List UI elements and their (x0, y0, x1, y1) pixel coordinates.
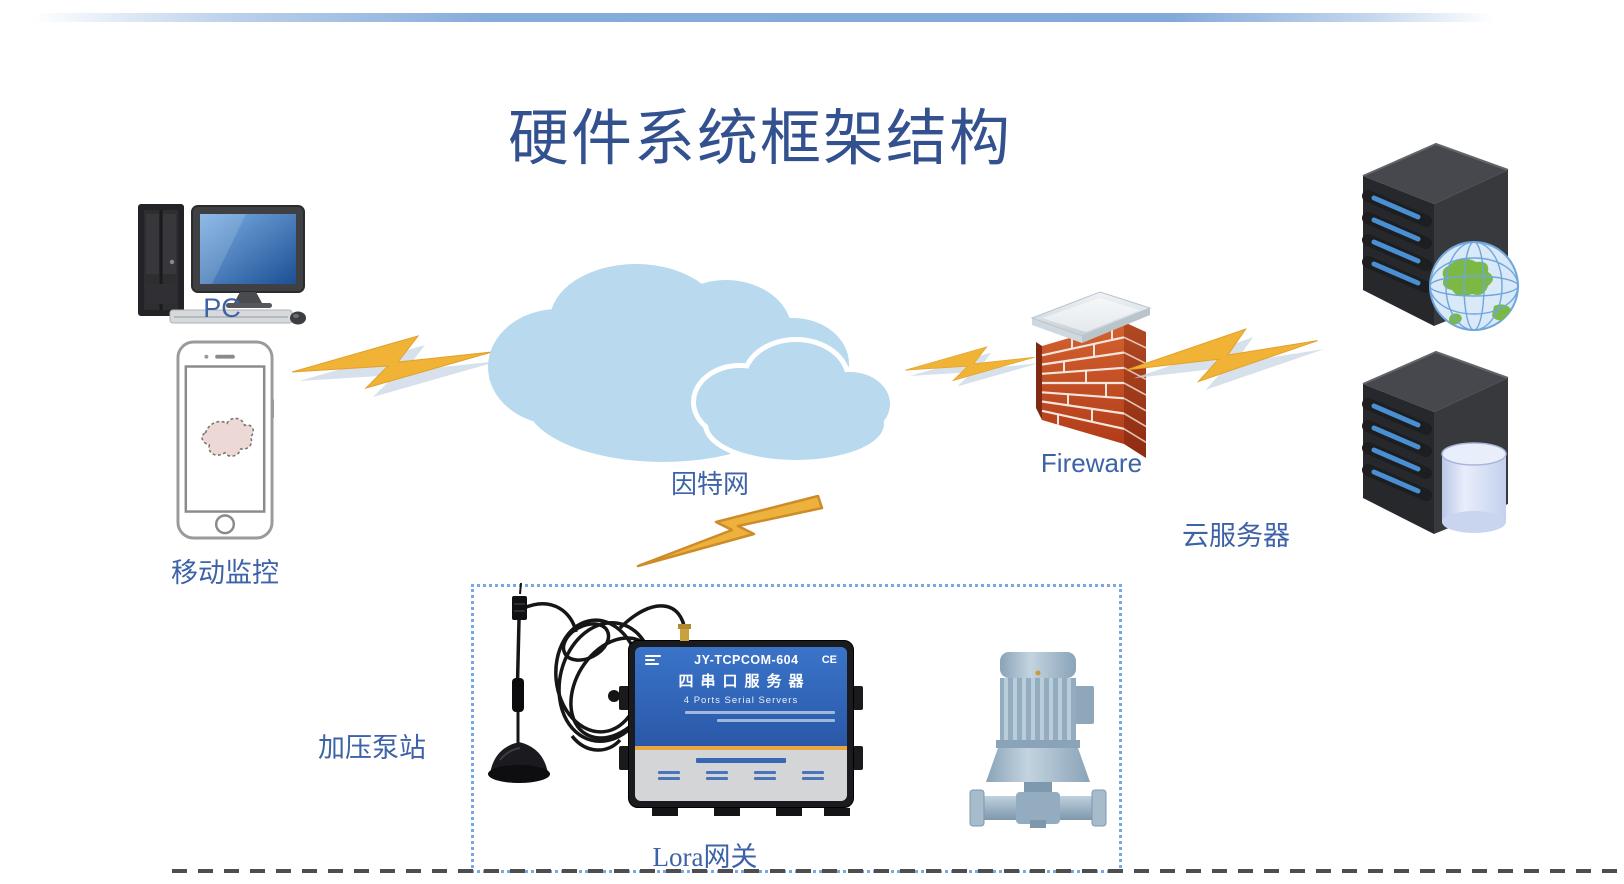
server-globe-icon (1362, 142, 1519, 331)
pc-icon (138, 204, 306, 325)
lightning-bolt-mid-icon (905, 346, 1040, 387)
device-logo-icon (645, 653, 671, 667)
server-database-icon (1362, 350, 1509, 534)
lightning-bolt-right-icon (1126, 328, 1325, 390)
device-name-cn: 四串口服务器 (678, 673, 811, 690)
firewall-icon (1030, 291, 1152, 458)
page-title: 硬件系统框架结构 (507, 106, 1012, 173)
device-orange-stripe (635, 746, 847, 750)
antenna-connector (678, 624, 691, 641)
device-model: JY-TCPCOM-604 (694, 653, 799, 667)
top-accent-bar (0, 13, 1624, 22)
bottom-dashed-line (172, 869, 1624, 873)
lora-gateway-device: JY-TCPCOM-604 CE 四串口服务器 4 Ports Serial S… (619, 624, 863, 816)
firewall-label: Fireware (1040, 448, 1143, 478)
internet-label: 因特网 (670, 469, 749, 499)
internet-cloud-icon (488, 264, 895, 465)
pc-label: PC (203, 293, 241, 323)
device-front-panel: JY-TCPCOM-604 CE 四串口服务器 4 Ports Serial S… (635, 647, 847, 746)
lightning-bolt-down-icon (636, 494, 824, 568)
pump-icon (969, 652, 1107, 828)
mobile-phone-icon (176, 340, 274, 540)
device-terminal-panel (635, 750, 847, 801)
lightning-bolt-left-icon (292, 335, 499, 397)
device-name-en: 4 Ports Serial Servers (683, 695, 799, 706)
pump-station-label: 加压泵站 (318, 733, 426, 763)
lora-gateway-label: Lora网关 (652, 842, 758, 872)
mobile-label: 移动监控 (171, 558, 279, 588)
ce-mark: CE (821, 654, 837, 666)
cloud-server-label: 云服务器 (1182, 521, 1290, 551)
